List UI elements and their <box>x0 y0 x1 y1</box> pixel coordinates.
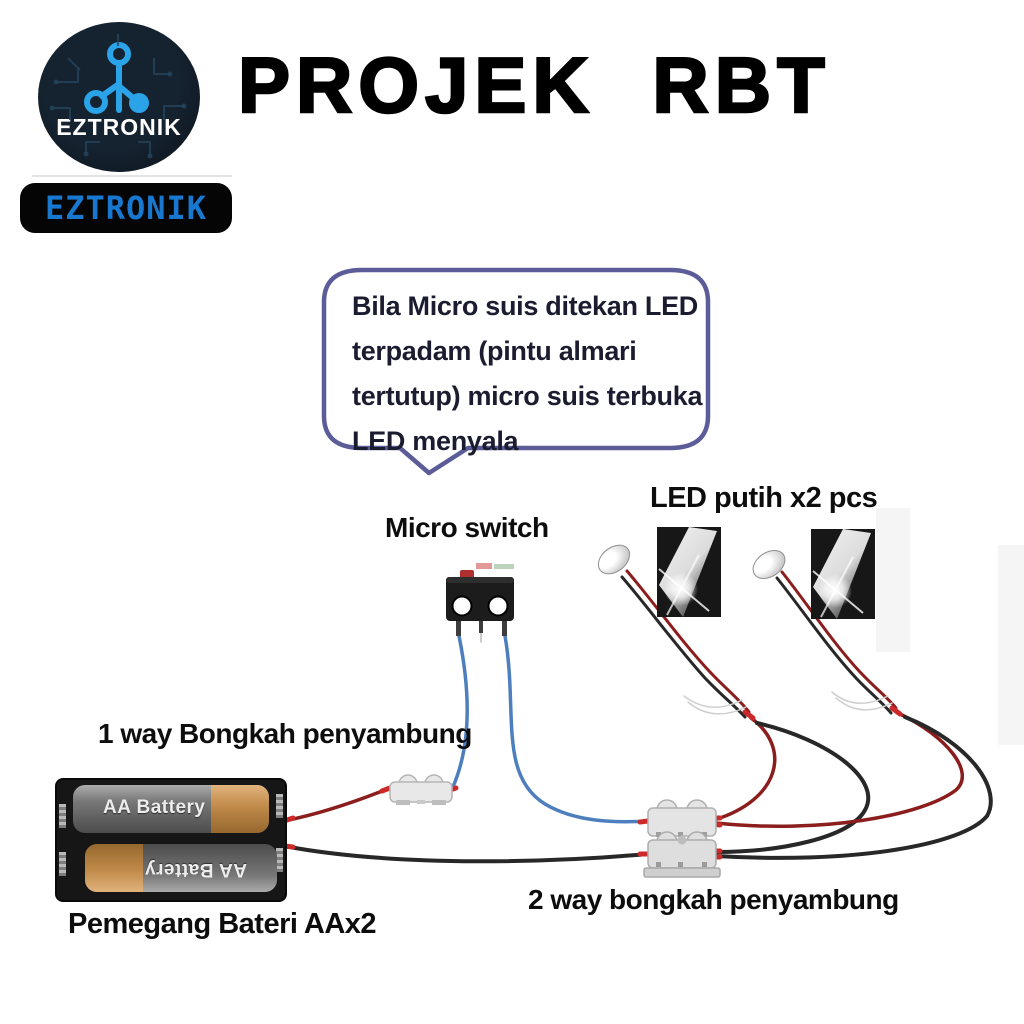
led2-positive-wire <box>714 712 964 829</box>
watermark <box>476 563 492 569</box>
battery-spring <box>59 852 66 876</box>
micro-switch <box>440 560 520 640</box>
battery-spring <box>59 804 66 828</box>
micro-switch-label: Micro switch <box>385 512 549 543</box>
battery-cell-label: AA Battery <box>144 859 248 880</box>
page-title: PROJEK RBT <box>237 41 831 129</box>
speech-bubble-text: Bila Micro suis ditekan LED terpadam (pi… <box>352 284 712 464</box>
battery-spring <box>276 794 283 818</box>
logo-brand-text: EZTRONIK <box>56 114 182 140</box>
two-way-connector-label: 2 way bongkah penyambung <box>528 884 899 915</box>
battery-holder: AA Battery AA Battery <box>57 780 285 900</box>
eztronik-logo: EZTRONIK <box>38 22 200 172</box>
battery-copper-end <box>85 844 143 892</box>
led2-stripped-wire <box>831 691 889 704</box>
photo-artifact-band <box>876 508 910 652</box>
bubble-line: LED menyala <box>352 426 519 456</box>
led-photo-2 <box>811 529 875 619</box>
switch-wire-left <box>450 634 469 791</box>
aa-battery-bottom: AA Battery <box>85 844 277 892</box>
aa-battery-top: AA Battery <box>73 785 269 833</box>
circuit-tree-icon <box>84 42 149 114</box>
bubble-line: tertutup) micro suis terbuka <box>352 381 703 411</box>
battery-cell-label: AA Battery <box>103 797 206 818</box>
led2-negative-wire <box>714 715 993 860</box>
eztronik-badge: EZTRONIK <box>20 183 232 233</box>
photo-artifact-band <box>998 545 1024 745</box>
watermark <box>494 564 514 569</box>
led-photo-1 <box>657 527 721 617</box>
micro-switch-body <box>446 563 514 636</box>
led1-stripped-wire <box>683 695 743 708</box>
switch-wire-right <box>503 634 650 824</box>
led1-positive-wire <box>712 716 777 822</box>
speech-bubble-outline <box>321 267 711 476</box>
led2-black-lead <box>775 576 893 715</box>
battery-holder-label: Pemegang Bateri AAx2 <box>68 908 377 940</box>
led2-stripped-wire <box>835 697 893 711</box>
battery-copper-end <box>211 785 269 833</box>
positive-wire-battery <box>282 786 392 823</box>
one-way-connector <box>386 770 458 810</box>
one-way-connector-label: 1 way Bongkah penyambung <box>98 718 472 749</box>
led-label: LED putih x2 pcs <box>650 482 878 514</box>
bubble-line: terpadam (pintu almari <box>352 336 637 366</box>
circuit-pattern-icon <box>49 34 187 159</box>
two-way-connector <box>642 798 722 882</box>
bubble-line: Bila Micro suis ditekan LED <box>352 291 698 321</box>
badge-text: EZTRONIK <box>44 189 208 227</box>
led1-red-lead <box>625 569 751 714</box>
led1-negative-wire <box>714 721 871 854</box>
speech-bubble <box>316 262 718 484</box>
battery-spring <box>276 848 283 872</box>
led1-stripped-wire <box>687 701 747 715</box>
negative-wire-battery <box>282 844 650 864</box>
divider-line <box>32 175 232 177</box>
led2-red-lead <box>780 570 898 710</box>
